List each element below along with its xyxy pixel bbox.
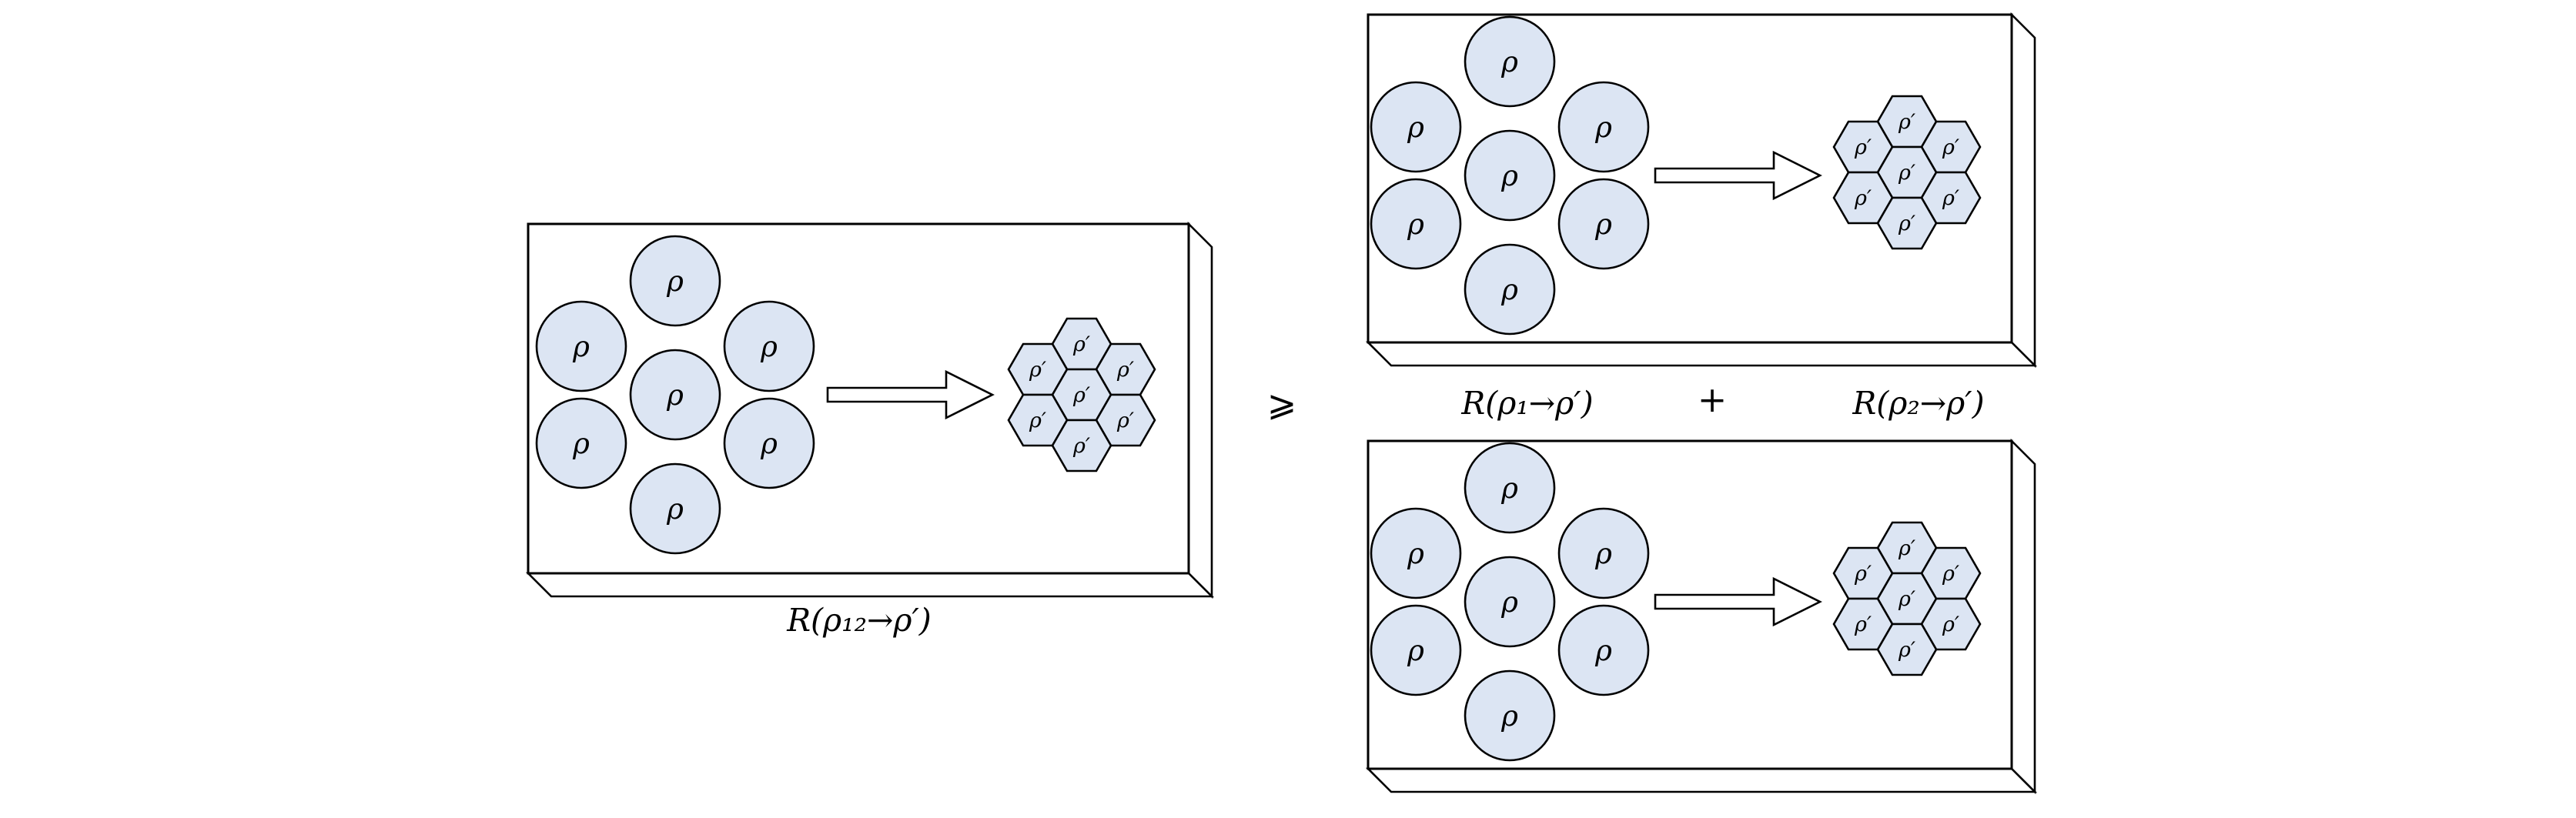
box-bottom-face xyxy=(1365,341,2038,367)
rate-sum-row: R(ρ₁→ρ′) + R(ρ₂→ρ′) xyxy=(1460,379,1984,422)
subsystem-1-panel xyxy=(1365,12,2038,369)
geq-symbol: ⩾ xyxy=(1267,382,1297,424)
box-right-face xyxy=(2010,12,2036,369)
rate-2-caption: R(ρ₂→ρ′) xyxy=(1852,385,1984,422)
box-bottom-face xyxy=(525,572,1215,598)
joint-transformation-panel: R(ρ₁₂→ρ′) xyxy=(525,221,1215,639)
plus-symbol: + xyxy=(1698,379,1728,420)
box-right-face xyxy=(1187,221,1213,599)
box-right-face xyxy=(2010,438,2036,795)
subsystem-2-panel xyxy=(1365,438,2038,795)
rate-1-caption: R(ρ₁→ρ′) xyxy=(1460,385,1593,422)
joint-rate-caption: R(ρ₁₂→ρ′) xyxy=(786,602,932,639)
box-bottom-face xyxy=(1365,767,2038,793)
